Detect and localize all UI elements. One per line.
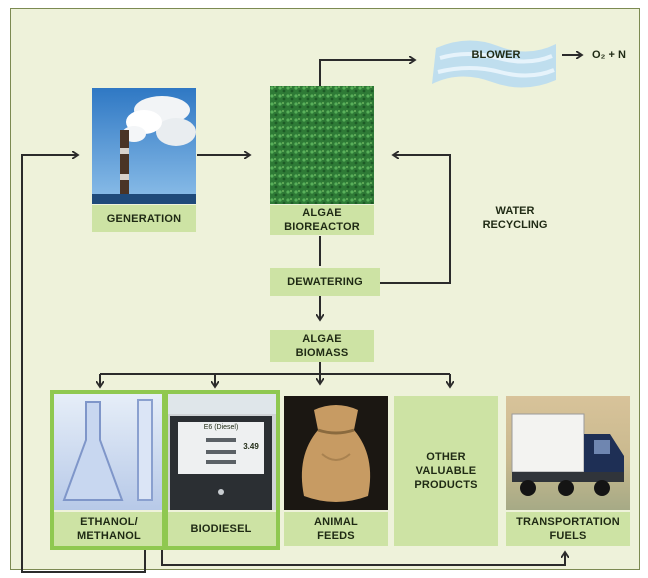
biodiesel-highlight-frame [162, 390, 280, 550]
transportation-truck-image [506, 396, 630, 510]
blower-output-label: O₂ + N [592, 49, 626, 61]
animal-feeds-sack-image [284, 396, 388, 510]
generation-label: GENERATION [92, 205, 196, 232]
dewatering-label: DEWATERING [270, 268, 380, 296]
algae-biomass-label: ALGAE BIOMASS [270, 330, 374, 362]
arrow-biodiesel-to-transportation [161, 545, 565, 566]
other-valuable-products-label: OTHER VALUABLE PRODUCTS [394, 396, 498, 546]
biodiesel-pump-image [166, 394, 276, 510]
biodiesel-label: BIODIESEL [166, 512, 276, 546]
arrow-bioreactor-to-blower [319, 60, 415, 86]
pump-display-price: 3.49 [243, 442, 259, 451]
ethanol-methanol-label: ETHANOL/ METHANOL [54, 512, 164, 546]
pump-display-header: E6 (Diesel) [203, 424, 239, 431]
algae-bioreactor-label: ALGAE BIOREACTOR [270, 205, 374, 235]
blower-label: BLOWER [471, 49, 521, 61]
transportation-fuels-label: TRANSPORTATION FUELS [506, 512, 630, 546]
blower-cloud [428, 28, 558, 98]
arrow-water-recycling [380, 155, 451, 284]
water-recycling-label: WATER RECYCLING [482, 205, 548, 231]
arrow-fuels-recycle-to-generation [21, 155, 146, 573]
algae-bioreactor-image [270, 86, 374, 204]
ethanol-flask-image [54, 394, 164, 510]
generation-smokestack-image [92, 88, 196, 204]
animal-feeds-label: ANIMAL FEEDS [284, 512, 388, 546]
ethanol-highlight-frame [50, 390, 168, 550]
